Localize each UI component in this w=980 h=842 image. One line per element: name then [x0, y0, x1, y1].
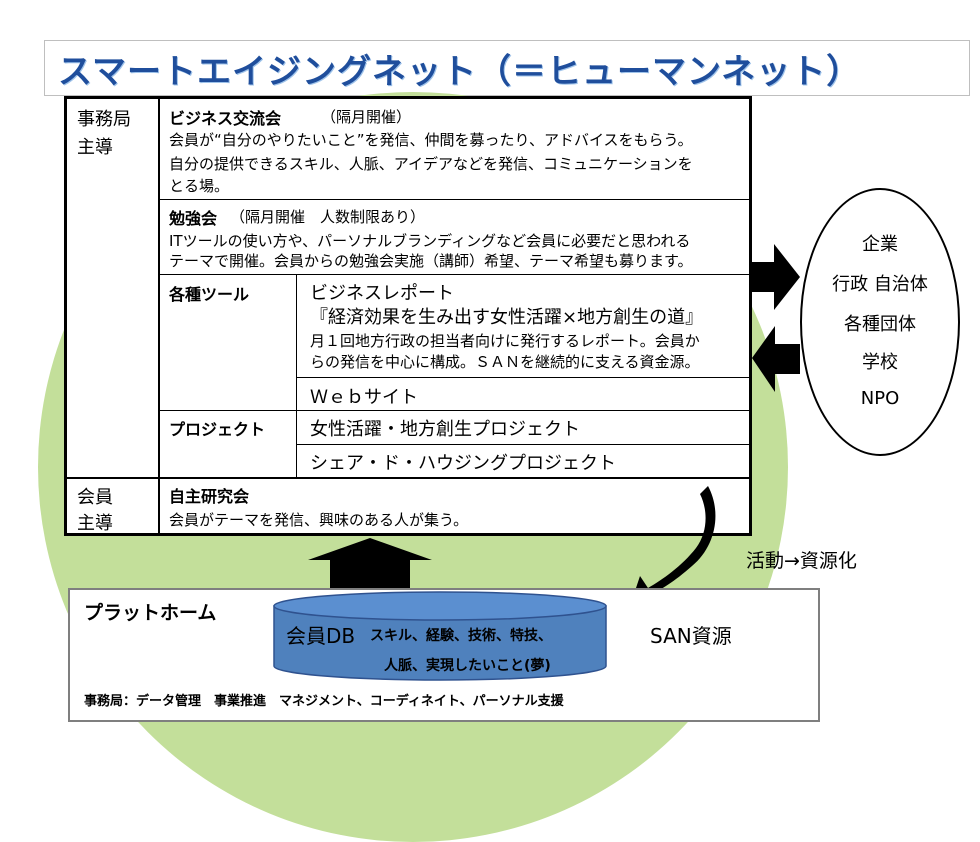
- report-title: ビジネスレポート: [310, 283, 454, 304]
- organizations-ellipse: [800, 188, 960, 456]
- report-desc-2: らの発信を中心に構成。ＳＡＮを継続的に支える資金源。: [310, 353, 700, 371]
- activity-label: 活動→資源化: [746, 550, 857, 572]
- project-item-1: 女性活躍・地方創生プロジェクト: [310, 419, 580, 440]
- business-line-1: 会員が“自分のやりたいこと”を発信、仲間を募ったり、アドバイスをもらう。: [169, 131, 693, 149]
- projects-heading: プロジェクト: [169, 420, 266, 439]
- platform-footer: 事務局：データ管理 事業推進 マネジメント、コーディネイト、パーソナル支援: [84, 694, 564, 709]
- website-item: Ｗｅｂサイト: [310, 387, 418, 408]
- business-frequency: （隔月開催）: [321, 108, 412, 126]
- tools-column-divider: [296, 274, 297, 477]
- org-npo: NPO: [860, 388, 900, 409]
- project-item-2: シェア・ド・ハウジングプロジェクト: [310, 453, 616, 474]
- member-label-2: 主導: [77, 513, 113, 534]
- member-db-line-1: スキル、経験、技術、特技、: [370, 628, 552, 644]
- san-resource-label: SAN資源: [650, 624, 732, 648]
- org-government: 行政 自治体: [832, 274, 928, 295]
- activity-table: 事務局 主導 会員 主導 ビジネス交流会 （隔月開催） 会員が“自分のやりたいこ…: [64, 96, 752, 536]
- member-db-label: 会員DB: [286, 624, 356, 648]
- row-divider-study: [158, 199, 749, 200]
- office-label-1: 事務局: [77, 109, 131, 130]
- left-arrow: [752, 326, 800, 392]
- business-line-2: 自分の提供できるスキル、人脈、アイデアなどを発信、コミュニケーションを: [169, 155, 693, 173]
- study-line-1: ITツールの使い方や、パーソナルブランディングなど会員に必要だと思われる: [169, 232, 691, 250]
- office-label-2: 主導: [77, 137, 113, 158]
- upward-arrow: [308, 538, 432, 596]
- study-line-2: テーマで開催。会員からの勉強会実施（講師）希望、テーマ希望も募ります。: [169, 252, 693, 270]
- member-label-1: 会員: [77, 487, 113, 508]
- page-title: スマートエイジングネット（＝ヒューマンネット）: [58, 52, 862, 92]
- study-frequency: （隔月開催 人数制限あり）: [230, 208, 426, 226]
- row-divider-tools: [158, 274, 749, 275]
- projects-item-divider: [296, 444, 749, 445]
- business-heading: ビジネス交流会: [169, 109, 282, 128]
- right-arrow: [752, 244, 800, 310]
- platform-heading: プラットホーム: [84, 602, 217, 624]
- selfstudy-desc: 会員がテーマを発信、興味のある人が集う。: [169, 511, 469, 529]
- business-line-3: とる場。: [169, 177, 230, 195]
- org-schools: 学校: [862, 352, 898, 373]
- tools-heading: 各種ツール: [169, 285, 250, 304]
- row-divider-member: [67, 477, 749, 479]
- title-banner: [44, 40, 970, 96]
- member-db-line-2: 人脈、実現したいこと(夢): [384, 658, 551, 674]
- member-db-cylinder: [273, 591, 607, 681]
- selfstudy-heading: 自主研究会: [169, 487, 250, 506]
- report-name: 『経済効果を生み出す女性活躍×地方創生の道』: [310, 307, 704, 328]
- org-company: 企業: [862, 234, 898, 255]
- row-divider-projects: [158, 410, 749, 411]
- study-heading: 勉強会: [169, 209, 218, 228]
- column-divider: [158, 99, 160, 533]
- report-desc-1: 月１回地方行政の担当者向けに発行するレポート。会員か: [310, 332, 700, 350]
- org-groups: 各種団体: [844, 314, 916, 335]
- tools-website-divider: [296, 377, 749, 378]
